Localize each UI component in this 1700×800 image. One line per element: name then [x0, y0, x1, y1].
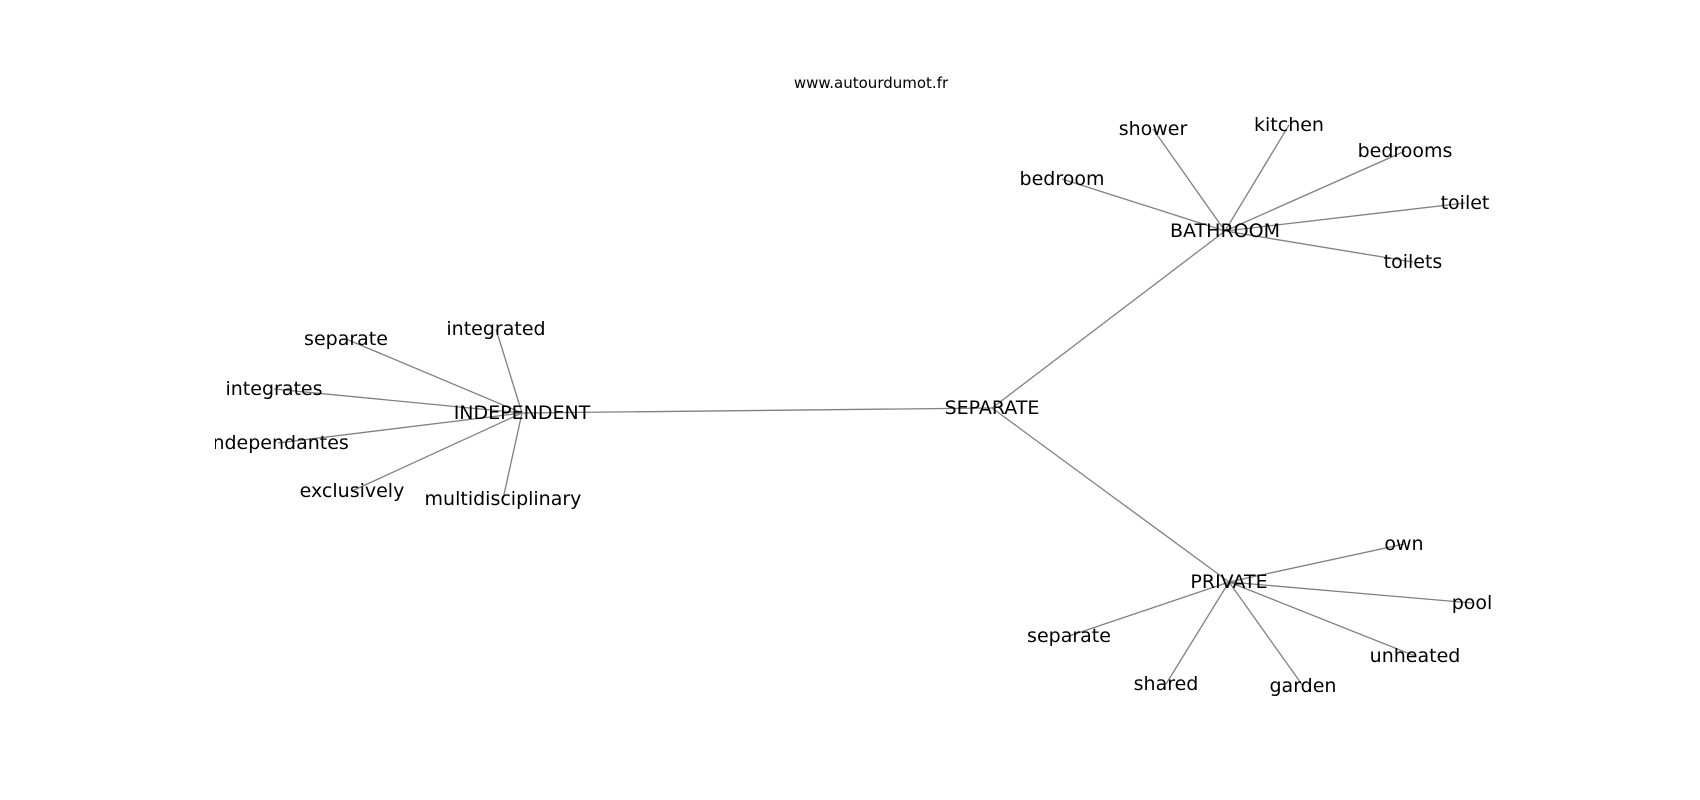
- node-priv-garden: garden: [1270, 675, 1337, 697]
- edge-independent-ind_separate: [345, 338, 523, 414]
- node-bath-toilet: toilet: [1441, 192, 1490, 214]
- node-bathroom: BATHROOM: [1170, 220, 1280, 242]
- edge-bathroom-bath_toilet: [1224, 202, 1466, 232]
- node-ind-separate: separate: [304, 328, 388, 350]
- node-priv-pool: pool: [1452, 592, 1493, 614]
- node-ind-integrated: integrated: [446, 318, 545, 340]
- watermark: www.autourdumot.fr: [794, 74, 949, 92]
- node-bath-shower: shower: [1119, 118, 1188, 140]
- node-priv-unheated: unheated: [1370, 645, 1461, 667]
- edge-independent-ind_integrated: [495, 328, 523, 414]
- node-ind-multidisciplinary: multidisciplinary: [425, 488, 582, 510]
- edge-bathroom-bath_bedrooms: [1224, 150, 1406, 232]
- edge-independent-ind_multidisciplinary: [502, 412, 523, 500]
- edge-bathroom-bath_shower: [1152, 128, 1226, 232]
- edge-independent-ind_exclusively: [351, 412, 523, 492]
- node-priv-own: own: [1384, 533, 1423, 555]
- edge-independent-ind_independantes: [277, 412, 523, 444]
- edge-private-priv_unheated: [1228, 581, 1416, 657]
- node-bath-kitchen: kitchen: [1254, 114, 1324, 136]
- edge-separate_center-independent: [521, 407, 993, 414]
- graph-edges: [273, 124, 1473, 687]
- node-bath-toilets: toilets: [1384, 251, 1443, 273]
- edge-independent-ind_integrates: [273, 388, 523, 414]
- node-ind-independantes: independantes: [207, 432, 349, 454]
- graph-labels: SEPARATE INDEPENDENT BATHROOM PRIVATE separa…: [207, 114, 1493, 697]
- node-ind-exclusively: exclusively: [300, 480, 405, 502]
- node-independent: INDEPENDENT: [454, 402, 591, 424]
- edge-private-priv_garden: [1228, 581, 1304, 687]
- node-bath-bedrooms: bedrooms: [1358, 140, 1453, 162]
- edge-separate_center-private: [991, 407, 1230, 583]
- edge-private-priv_pool: [1228, 581, 1473, 604]
- edge-private-priv_shared: [1165, 581, 1230, 685]
- edge-bathroom-bath_bedroom: [1061, 178, 1226, 232]
- edge-private-priv_own: [1228, 543, 1405, 583]
- edge-bathroom-bath_toilets: [1224, 230, 1414, 263]
- edge-separate_center-bathroom: [991, 230, 1226, 409]
- node-priv-separate: separate: [1027, 625, 1111, 647]
- edge-bathroom-bath_kitchen: [1224, 124, 1290, 232]
- edge-private-priv_separate: [1068, 581, 1230, 637]
- node-priv-shared: shared: [1134, 673, 1199, 695]
- node-separate-center: SEPARATE: [945, 397, 1040, 419]
- node-private: PRIVATE: [1190, 571, 1267, 593]
- node-ind-integrates: integrates: [225, 378, 322, 400]
- node-bath-bedroom: bedroom: [1020, 168, 1105, 190]
